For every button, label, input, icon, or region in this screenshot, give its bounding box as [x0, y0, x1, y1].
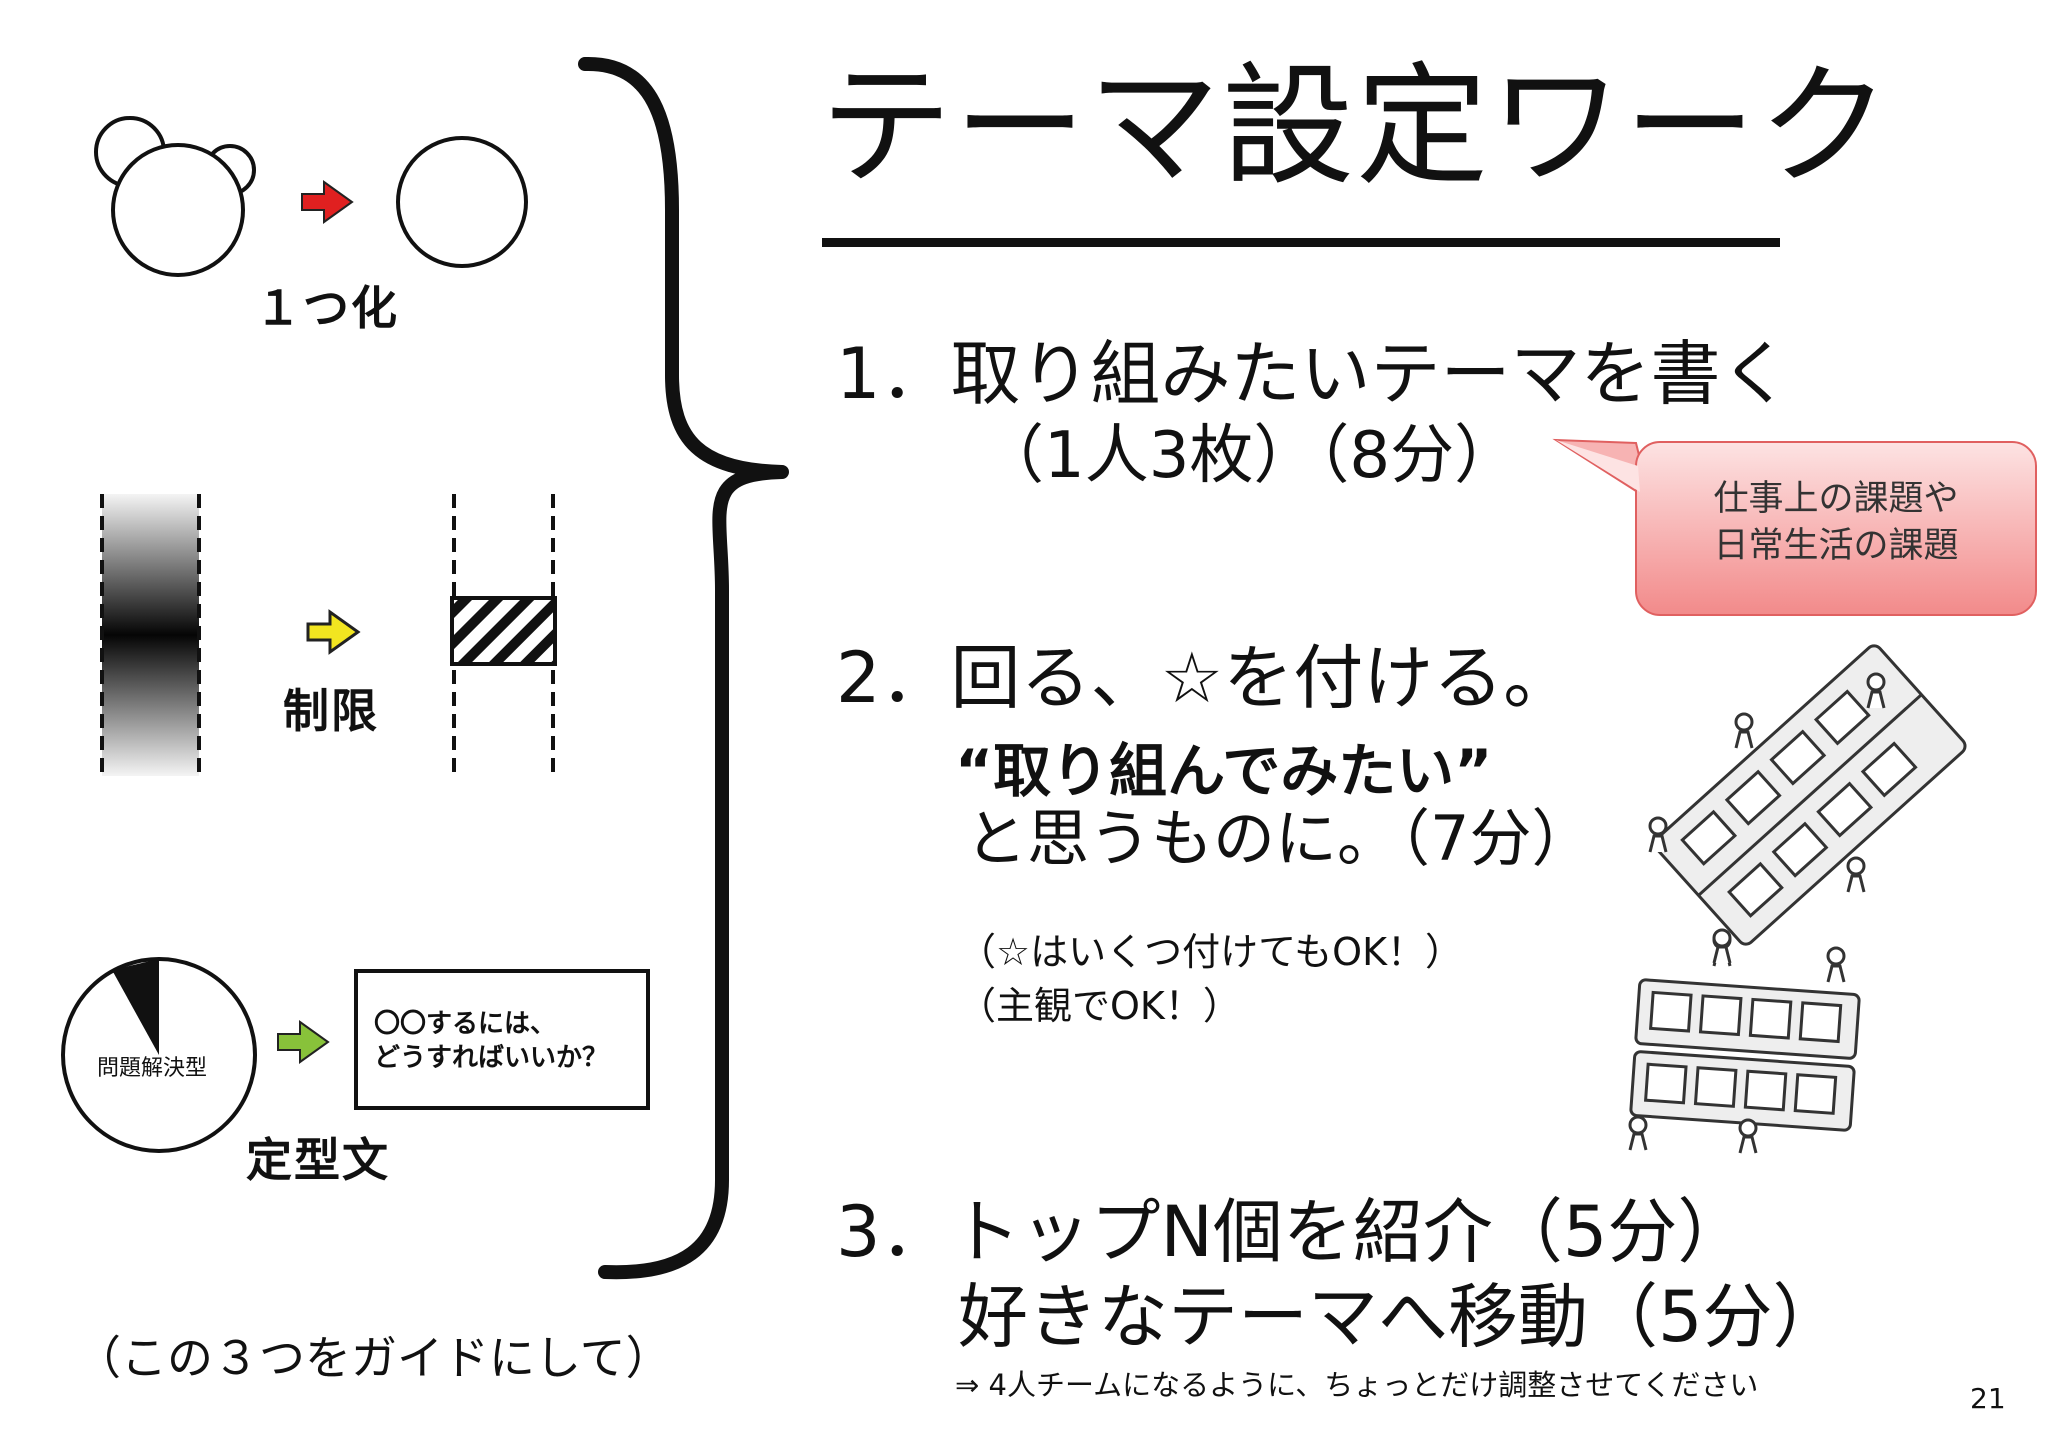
speech-bubble [1552, 438, 2037, 616]
person-icon [1734, 712, 1754, 749]
template-box-text: 〇〇するには、 どうすればいいか？ [374, 1008, 608, 1076]
slide-title: テーマ設定ワーク [820, 50, 1892, 204]
speech-bubble-text: 仕事上の課題や 日常生活の課題 [1646, 476, 2026, 571]
step-3-detail: 好きなテーマへ移動（5分） [958, 1276, 1843, 1358]
arrow-red-icon [301, 180, 354, 224]
person-icon [1648, 816, 1668, 853]
template-label: 定型文 [246, 1133, 390, 1187]
step-2-emphasis: “取り組んでみたい” [955, 737, 1493, 805]
people-seated-at-tables-illustration [1628, 928, 1861, 1154]
person-icon [1738, 1118, 1758, 1154]
pie-diagram [61, 957, 257, 1153]
template-box [354, 969, 650, 1110]
merge-label: １つ化 [255, 281, 399, 335]
speech-bubble-line-2: 日常生活の課題 [1713, 526, 1959, 567]
restriction-label: 制限 [283, 684, 379, 738]
person-icon [1712, 928, 1732, 964]
pie-label: 問題解決型 [97, 1056, 208, 1081]
speech-bubble-line-1: 仕事上の課題や [1713, 479, 1959, 519]
template-box-line-1: 〇〇するには、 [374, 1009, 557, 1039]
title-underline [822, 238, 1780, 247]
step-1-title: 1．取り組みたいテーマを書く [836, 333, 1791, 415]
gradient-band-diagram [100, 494, 201, 776]
page-number: 21 [1970, 1382, 2006, 1415]
step-2-note-1: （☆はいくつ付けてもOK！） [958, 930, 1463, 974]
person-icon [1846, 856, 1866, 893]
curly-brace-icon [578, 56, 789, 1280]
step-2-title: 2．回る、☆を付ける。 [836, 637, 1574, 719]
step-2-note-2: （主観でOK！） [958, 984, 1241, 1028]
step-2-detail: と思うものに。（7分） [965, 802, 1594, 875]
person-icon [1628, 1115, 1648, 1151]
template-box-line-2: どうすればいいか？ [374, 1042, 609, 1073]
person-icon [1826, 946, 1846, 983]
guide-text: （この３つをガイドにして） [75, 1331, 672, 1385]
merge-circles-diagram [94, 116, 528, 277]
step-1-time: （1人3枚）（8分） [980, 419, 1519, 493]
step-3-note: ⇒ 4人チームになるように、ちょっとだけ調整させてください [955, 1368, 1759, 1402]
arrow-yellow-icon [306, 609, 361, 655]
people-walking-around-tables-illustration [1648, 644, 1967, 983]
hatched-band-diagram [450, 494, 557, 776]
person-icon [1866, 672, 1886, 709]
arrow-green-icon [277, 1020, 330, 1064]
step-3-title: 3．トップN個を紹介（5分） [836, 1191, 1748, 1273]
